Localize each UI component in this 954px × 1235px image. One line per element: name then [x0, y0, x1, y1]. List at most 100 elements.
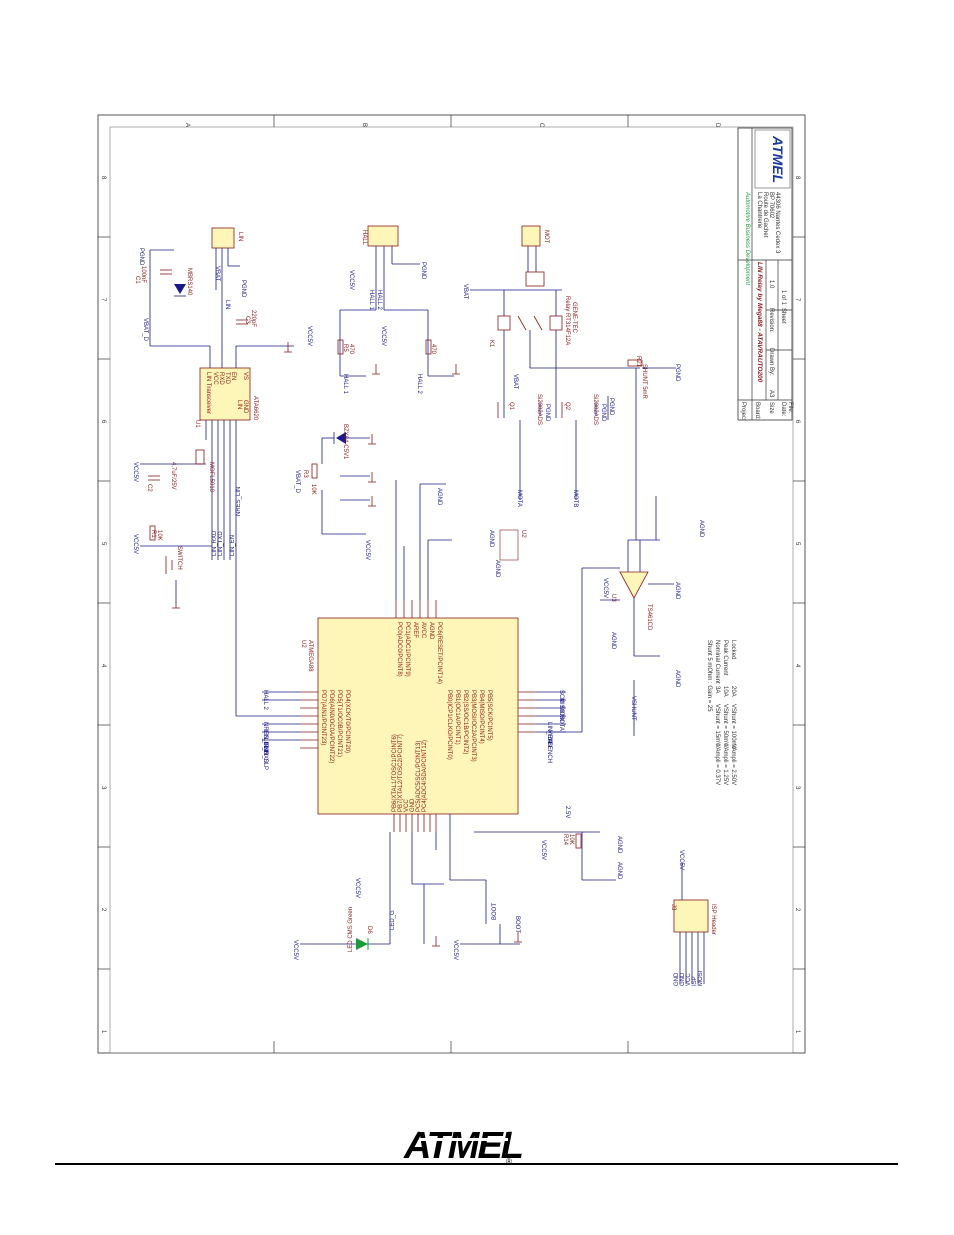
net-label: AGND — [494, 560, 500, 578]
cap-value: 220pF — [250, 310, 256, 327]
crystal-area: U2 — [499, 529, 526, 561]
cap-ref: C2 — [146, 484, 152, 492]
note-vshunt: VShunt = 15mV — [714, 704, 720, 746]
net-label: MISO — [558, 698, 564, 714]
net-label: VCC5V — [602, 578, 608, 598]
net-label: BOOT — [492, 903, 498, 920]
zone-label: 8 — [100, 176, 106, 180]
net-label: NRES_LIN — [236, 487, 242, 516]
transceiver-pin: GND — [242, 400, 248, 414]
title-block: ATMEL Automotive Business Development La… — [737, 127, 793, 421]
zone-label: 6 — [100, 420, 106, 424]
address-line: 44306 Nantes Cedex 3 — [774, 192, 780, 254]
mcu-right-nets: SCK MISO MOSI MOTA LIN_EN VHALL VBENCH — [536, 690, 566, 763]
res-value: SHUNT 5mR — [641, 364, 647, 400]
led-d6: D6 LED CMS Green — [348, 907, 372, 952]
mosfet-part: Si2302ADS — [536, 394, 542, 425]
size-value: A3 — [768, 390, 774, 398]
net-label: VCC5V — [132, 462, 138, 482]
mcu-pin-label: PB6(XTAL1/TOSC1/PCINT6) — [392, 734, 398, 812]
net-label: PGND — [674, 364, 680, 382]
net-label: HALL 2 — [262, 690, 268, 710]
drawn-label: Drawn By: — [768, 348, 774, 376]
project-label: Project — [740, 402, 746, 421]
net-label: 2.5V — [564, 806, 570, 818]
note-vampli: VAmpli = 1.25V — [722, 744, 728, 785]
address-line: La Chantrerie — [756, 192, 762, 229]
zone-label: B — [361, 123, 367, 127]
net-label: LIN_TXD — [262, 730, 268, 755]
capacitor-c3: C3 220pF — [236, 310, 256, 327]
transceiver-name: LIN Transceiver — [205, 372, 211, 414]
side-zone-labels: 8 7 6 5 4 3 2 1 8 7 6 5 4 3 2 1 — [100, 176, 800, 1034]
title-logo-box — [754, 129, 791, 189]
transceiver-ref: U1 — [194, 420, 200, 428]
date-label: Date: — [780, 402, 786, 417]
connector-label: MOT — [543, 230, 549, 244]
transceiver-part: ATA6620 — [252, 396, 258, 421]
note-label: Peak Current — [722, 640, 728, 676]
mcu-pin-label: PB2(SS/OC1B/PCINT2) — [462, 690, 468, 754]
isp-name: ISP Header — [710, 904, 716, 935]
capacitor-c2: C2 4.7uF/25V — [146, 462, 176, 492]
res-value: 10K — [310, 484, 316, 495]
note-vampli: VAmpli = 2.50V — [730, 744, 736, 785]
switch-s1: SWITCH — [165, 546, 182, 574]
shunt-notes: Shunt 5 mOhm : Gain = 25 Nominal Current… — [706, 640, 736, 785]
net-label: LIN — [224, 300, 230, 309]
resistor-r5b: 470 — [425, 339, 436, 355]
res-ref: R5 — [342, 344, 348, 352]
mcu-ref: U2 — [300, 640, 306, 648]
size-label: Size — [768, 402, 774, 414]
mcu-left-nets: HALL 2 NRES_LIN LIN_TXD LIN_RXD LIN_SLP — [236, 690, 300, 770]
net-label: HALL 2 — [416, 374, 422, 394]
switch-part: SWITCH — [176, 546, 182, 570]
res-ref: R1 — [150, 530, 156, 538]
net-label: VCC5V — [540, 840, 546, 860]
zone-label: 6 — [794, 420, 800, 424]
mcu-pin-label: PD5(T1/OC0B/PCINT21) — [336, 690, 342, 757]
net-label: LIN_TXD — [218, 531, 224, 556]
note-current: 10A — [722, 686, 728, 697]
zone-label: 4 — [100, 664, 106, 668]
drawing-inner-frame — [109, 126, 794, 1054]
net-label: AGND — [610, 632, 616, 650]
zone-label: 3 — [794, 786, 800, 790]
company-name: Automotive Business Development — [744, 191, 750, 285]
net-label: VHALL — [546, 730, 552, 750]
net-label: VBAT_D — [142, 318, 148, 342]
net-label: AGND — [674, 670, 680, 688]
mosfet-ref: Q2 — [564, 402, 570, 411]
net-label: VCC5V — [380, 326, 386, 346]
zone-label: 5 — [100, 542, 106, 546]
mosfet-q2: Q2 Si2302ADS — [555, 394, 598, 425]
mcu-pin-label: PC0(ADC0/PCINT8) — [396, 622, 402, 677]
net-label: SCK — [558, 690, 564, 702]
mcu-pin-label: PB0(ICP1/CLKO/PCINT0) — [446, 690, 452, 760]
net-label: MOTA — [516, 490, 522, 507]
zone-label: 3 — [100, 786, 106, 790]
net-label: LIN_RXD — [262, 738, 268, 764]
net-label: VCC5V — [678, 850, 684, 870]
footer-rule — [55, 1163, 898, 1165]
res-value: 10K — [568, 834, 574, 845]
res-ref: R14 — [562, 834, 568, 846]
mcu-pin-label: PB5(SCK/PCINT5) — [486, 690, 492, 741]
revision-value: 1.0 — [768, 280, 774, 289]
res-value: 10K — [156, 530, 162, 541]
net-label: NRES_LIN — [262, 722, 268, 751]
hall-connector: HALL — [361, 225, 399, 247]
revision-label: Revision: — [768, 308, 774, 333]
net-label: AGND — [616, 862, 622, 880]
zone-label: 2 — [100, 908, 106, 912]
net-label: PGND — [138, 248, 144, 266]
mcu-atmega88: U2 ATMEGA88 PD7(AIN1/PCINT23) PD6(AIN0/O… — [300, 600, 536, 832]
fuse-part: MOFL5010 — [208, 462, 214, 493]
isp-header: J3 ISP Header — [670, 899, 716, 935]
net-label: PGND — [420, 262, 426, 280]
net-label: LIN_EN — [546, 722, 552, 743]
note-label: Nominal Current — [714, 640, 720, 684]
isp-ref: J3 — [670, 904, 676, 911]
shunt-r21: R21 SHUNT 5mR — [627, 356, 647, 400]
connector-label: HALL — [361, 230, 367, 246]
